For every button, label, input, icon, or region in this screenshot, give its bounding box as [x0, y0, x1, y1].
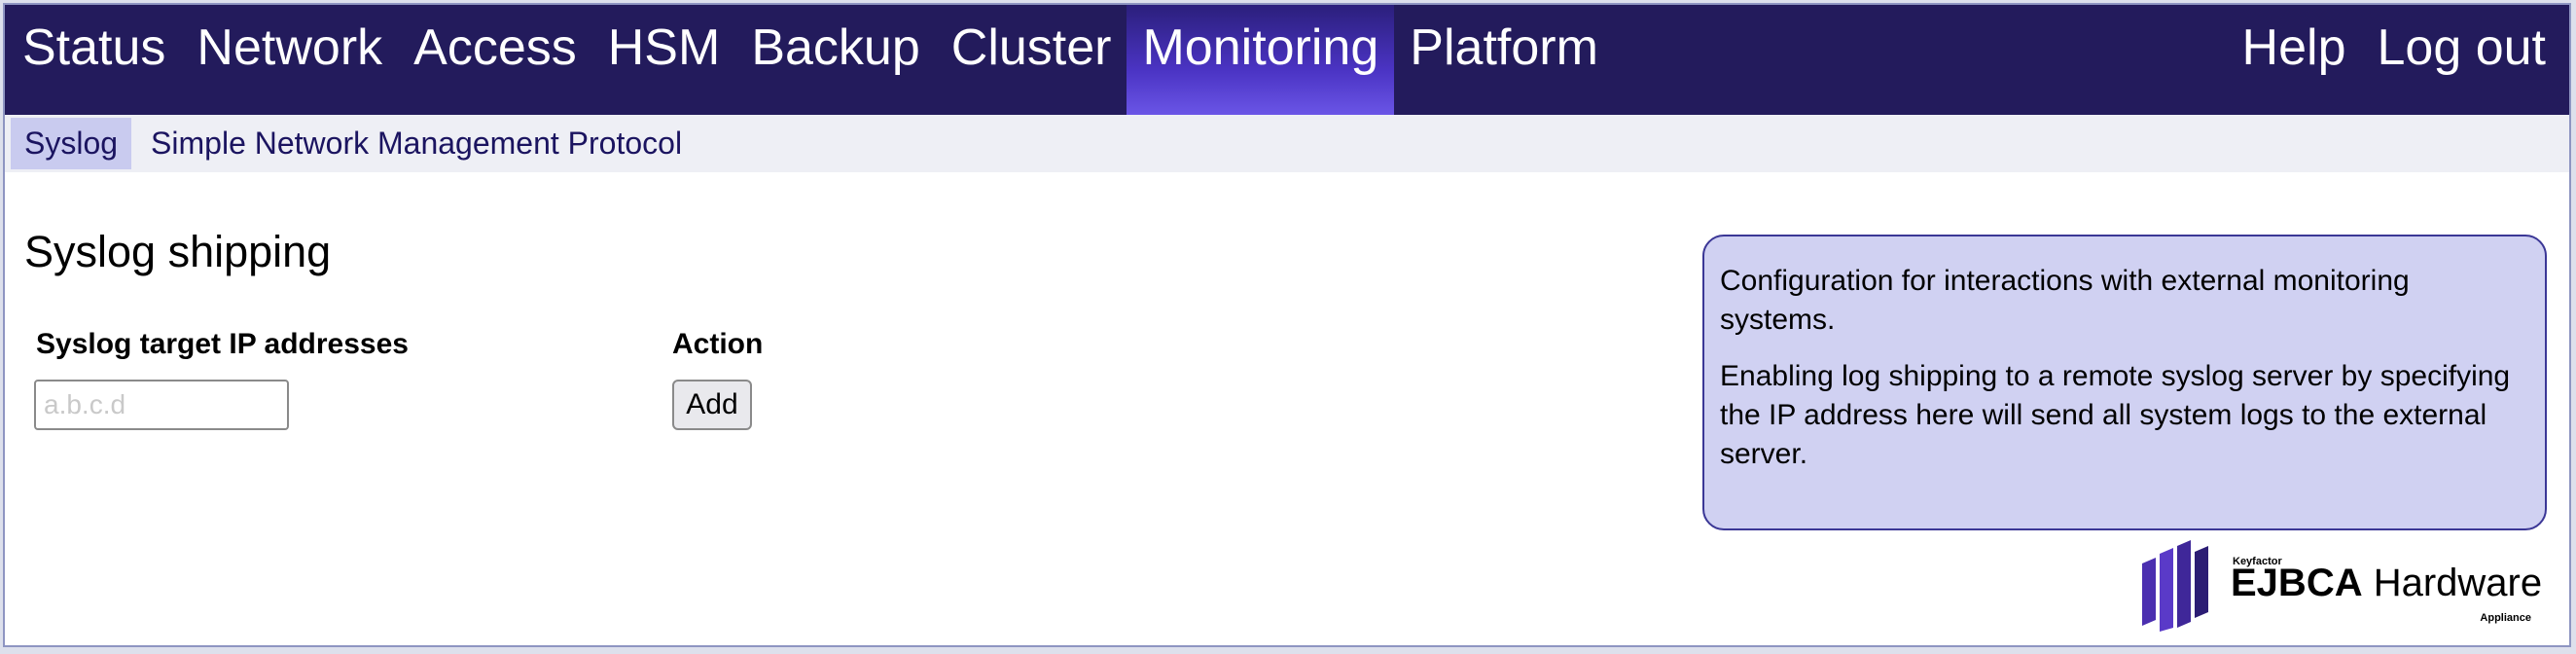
ejbca-logo-icon	[2142, 540, 2208, 632]
ejbca-logo: Keyfactor EJBCA Hardware Appliance	[2140, 540, 2549, 636]
subnav-syslog[interactable]: Syslog	[11, 118, 132, 169]
app-frame: Status Network Access HSM Backup Cluster…	[3, 3, 2571, 647]
account-menu: Help Log out	[2227, 5, 2569, 115]
logo-product-text: EJBCA Hardware	[2231, 562, 2542, 605]
nav-cluster[interactable]: Cluster	[950, 19, 1112, 76]
logo-vendor-text: Keyfactor	[2233, 556, 2282, 567]
syslog-ip-input[interactable]	[34, 380, 289, 430]
page-title: Syslog shipping	[24, 227, 332, 276]
column-header-ip: Syslog target IP addresses	[36, 328, 409, 360]
nav-monitoring[interactable]: Monitoring	[1127, 5, 1395, 115]
logout-link[interactable]: Log out	[2377, 19, 2547, 76]
nav-network[interactable]: Network	[197, 19, 383, 76]
nav-platform[interactable]: Platform	[1410, 19, 1598, 76]
info-text-2: Enabling log shipping to a remote syslog…	[1720, 360, 2511, 470]
main-menu: Status Network Access HSM Backup Cluster…	[5, 5, 1614, 115]
info-panel: Configuration for interactions with exte…	[1702, 235, 2547, 530]
add-button[interactable]: Add	[672, 380, 752, 430]
column-header-action: Action	[672, 328, 764, 360]
sub-navigation: Syslog Simple Network Management Protoco…	[5, 115, 2569, 172]
top-navigation: Status Network Access HSM Backup Cluster…	[5, 5, 2569, 115]
nav-access[interactable]: Access	[413, 19, 577, 76]
logo-product-rest: Hardware	[2362, 562, 2543, 604]
subnav-snmp[interactable]: Simple Network Management Protocol	[151, 126, 683, 161]
logo-sub-text: Appliance	[2480, 612, 2531, 624]
nav-backup[interactable]: Backup	[751, 19, 920, 76]
nav-status[interactable]: Status	[22, 19, 166, 76]
logo-product-bold: EJBCA	[2231, 562, 2363, 604]
info-text-1: Configuration for interactions with exte…	[1720, 265, 2410, 336]
nav-hsm[interactable]: HSM	[607, 19, 721, 76]
help-link[interactable]: Help	[2241, 19, 2346, 76]
